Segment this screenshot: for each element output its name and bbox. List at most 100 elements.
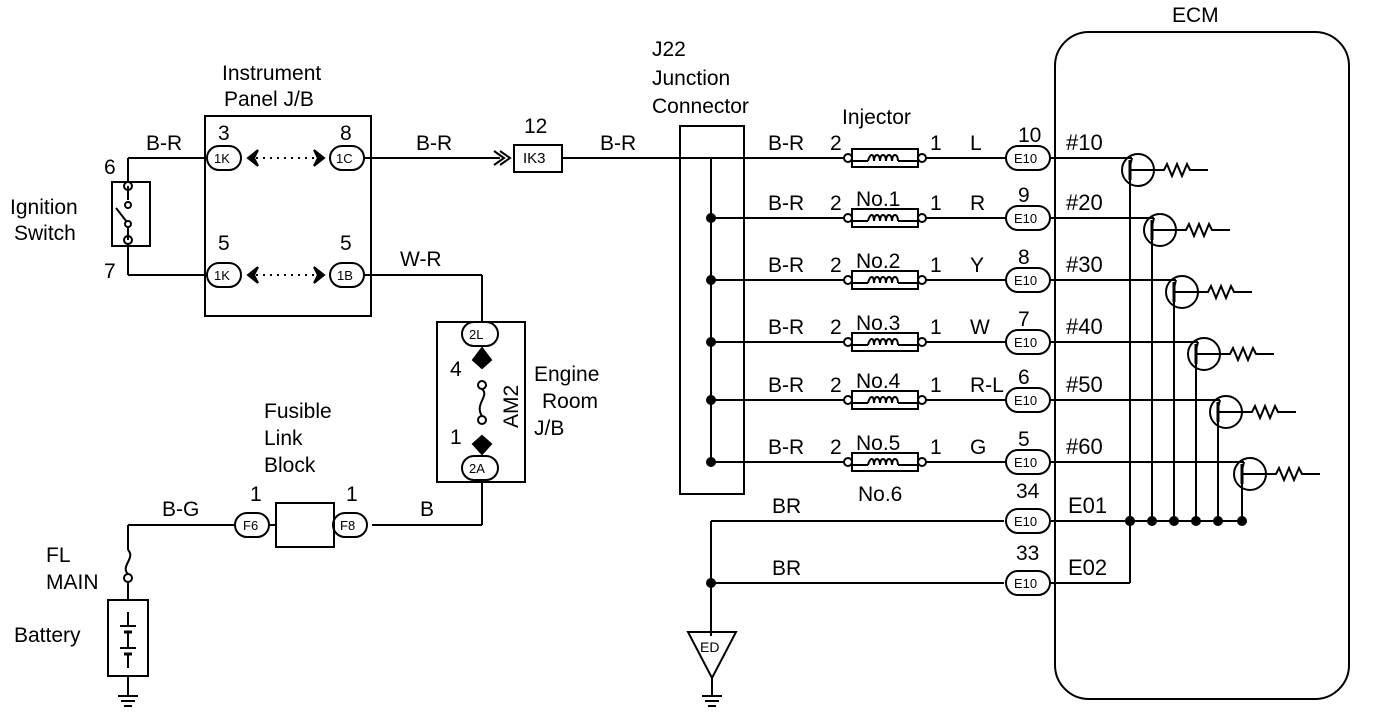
ecm-title: ECM [1172, 4, 1219, 27]
injector-pin: 2 [830, 436, 842, 459]
injector-label: No.4 [856, 370, 901, 393]
ecm-signal: E02 [1068, 555, 1107, 580]
ecm-signal: E01 [1068, 493, 1107, 518]
ik3-label: IK3 [523, 150, 546, 167]
fusible-link-block [275, 502, 335, 548]
wire-label: BR [772, 557, 801, 580]
injector-label: No.2 [856, 250, 900, 273]
transistor-icon [1209, 395, 1296, 526]
fusible-title: Link [264, 427, 303, 450]
am2-fuse-label: AM2 [500, 385, 523, 428]
junction-title: Connector [652, 95, 749, 118]
erjb-title: Engine [534, 363, 599, 386]
ecm-pin: 34 [1016, 480, 1040, 503]
ecm-pin: 6 [1018, 366, 1030, 389]
injector-pin: 1 [930, 192, 942, 215]
ecm-box [1054, 31, 1350, 700]
connector-label: E10 [1014, 273, 1037, 288]
connector-label: E10 [1014, 211, 1037, 226]
ecm-pin: 8 [1018, 246, 1030, 269]
wire-label: B-R [146, 132, 182, 155]
wire-label: BR [772, 495, 801, 518]
injector-pin: 1 [930, 436, 942, 459]
ecm-pin: 7 [1018, 308, 1030, 331]
j22-junction-connector [679, 125, 745, 495]
ecm-signal: #30 [1066, 252, 1103, 277]
wire-color: R [970, 192, 985, 215]
battery-label: Battery [14, 624, 81, 647]
injector-title: Injector [842, 106, 911, 129]
wire-label: B-R [768, 316, 804, 339]
connector-label: F6 [243, 518, 258, 533]
fusible-title: Fusible [264, 400, 332, 423]
injector-pin: 1 [930, 374, 942, 397]
erjb-pin: 4 [450, 358, 462, 381]
connector-label: 1B [337, 268, 353, 283]
connector-label: E10 [1014, 393, 1037, 408]
injector-pin: 2 [830, 374, 842, 397]
ecm-signal: #40 [1066, 314, 1103, 339]
erjb-pin: 1 [450, 426, 462, 449]
ipjb-title: Instrument [222, 62, 321, 85]
wire-color: W [970, 316, 990, 339]
injector-label: No.6 [858, 483, 902, 506]
injector-label: No.1 [856, 188, 900, 211]
ik3-pin: 12 [524, 115, 547, 138]
connector-label: E10 [1014, 514, 1037, 529]
wire-label: B-R [600, 132, 636, 155]
ground-ed-label: ED [700, 639, 719, 655]
injector-pin: 1 [930, 316, 942, 339]
ecm-pin: 9 [1018, 184, 1030, 207]
wire-label: B-G [162, 498, 199, 521]
connector-label: E10 [1014, 335, 1037, 350]
connector-label: F8 [340, 518, 355, 533]
fl-main-label: MAIN [46, 571, 99, 594]
connector-label: 1C [336, 151, 353, 166]
wire-color: L [970, 132, 982, 155]
wire-color: Y [970, 254, 984, 277]
fusible-pin: 1 [250, 483, 262, 506]
ignition-label: Ignition [10, 196, 78, 219]
ipjb-pin: 8 [340, 122, 352, 145]
ecm-pin: 33 [1016, 542, 1039, 565]
connector-label: E10 [1014, 576, 1037, 591]
injector-pin: 1 [930, 254, 942, 277]
ground-icon [118, 676, 138, 707]
wire-label: B-R [768, 132, 804, 155]
connector-label: 2L [469, 327, 483, 342]
wire-label: B [420, 498, 434, 521]
junction-title: Junction [652, 67, 730, 90]
injector-pin: 1 [930, 132, 942, 155]
ecm-signal: #20 [1066, 190, 1103, 215]
injector-pin: 2 [830, 316, 842, 339]
ecm-pin: 10 [1018, 124, 1041, 147]
injector-pin: 2 [830, 192, 842, 215]
ignition-label: Switch [14, 222, 76, 245]
ipjb-pin: 3 [218, 122, 230, 145]
wire-label: W-R [400, 248, 442, 271]
injector-pin: 2 [830, 254, 842, 277]
erjb-title: Room [542, 390, 598, 413]
wire-color: G [970, 436, 986, 459]
junction-title: J22 [652, 38, 686, 61]
fusible-pin: 1 [346, 483, 358, 506]
ipjb-pin: 5 [340, 232, 352, 255]
ipjb-title: Panel J/B [224, 88, 314, 111]
transistor-icon [1143, 213, 1230, 526]
fl-main-label: FL [46, 544, 71, 567]
ground-ed-icon [686, 631, 738, 681]
ignition-pin: 7 [104, 260, 116, 283]
ecm-signal: #10 [1066, 130, 1103, 155]
wire-label: B-R [768, 192, 804, 215]
ecm-signal: #60 [1066, 434, 1103, 459]
fusible-title: Block [264, 454, 316, 477]
injector-label: No.5 [856, 432, 900, 455]
connector-label: 1K [214, 151, 230, 166]
injector-pin: 2 [830, 132, 842, 155]
connector-label: E10 [1014, 151, 1037, 166]
